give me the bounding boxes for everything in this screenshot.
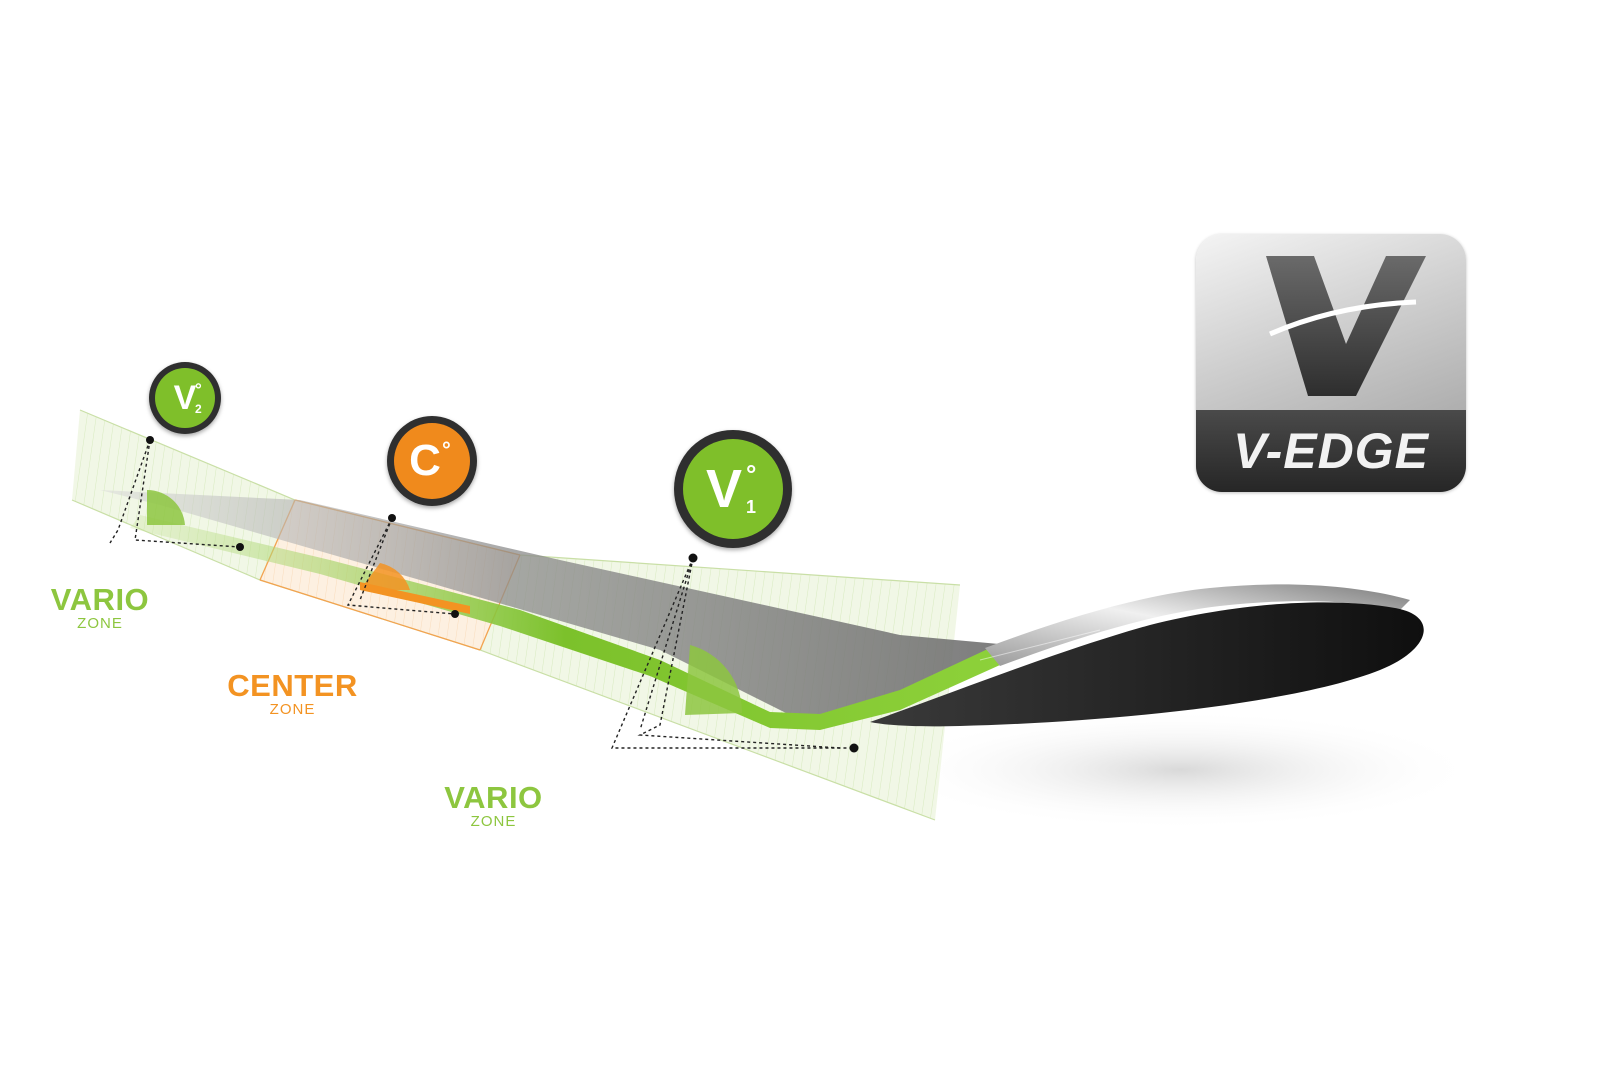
v2-badge-degree: ° — [195, 380, 202, 399]
ski-green-edge — [130, 515, 1000, 730]
v-edge-logo-band: V-EDGE — [1196, 410, 1466, 492]
vario-zone-subtitle: ZONE — [77, 615, 123, 632]
vario-zone-subtitle-front: ZONE — [470, 813, 517, 830]
v1-angle-wedge — [685, 645, 743, 715]
v2-badge: V ° 2 — [149, 362, 221, 434]
angle-wedges — [147, 489, 743, 715]
ski-tip-top — [985, 584, 1410, 666]
v-edge-logo-text: V-EDGE — [1233, 423, 1429, 479]
v2-angle-wedge — [147, 489, 185, 525]
center-zone-title: CENTER — [227, 668, 358, 703]
c-badge-letter: C — [409, 436, 441, 485]
center-zone-subtitle: ZONE — [269, 701, 316, 718]
v2-badge-letter: V — [173, 378, 197, 417]
dimension-lines — [109, 439, 852, 749]
vario-zone-label-rear: VARIO ZONE — [50, 584, 150, 631]
c-angle-wedge — [360, 563, 410, 590]
ski — [100, 490, 1424, 730]
v-edge-logo: V-EDGE — [1196, 234, 1466, 492]
v2-badge-subscript: 2 — [195, 402, 202, 416]
c-badge-degree: ° — [442, 437, 451, 462]
v1-badge: V ° 1 — [674, 430, 792, 548]
c-badge: C ° — [387, 416, 477, 506]
ski-shadow — [880, 710, 1480, 830]
vario-zone-title-front: VARIO — [444, 780, 543, 815]
v1-badge-letter: V — [705, 459, 743, 519]
dimension-dots — [146, 436, 859, 753]
v-edge-logo-icon — [1266, 256, 1426, 396]
ski-top-surface — [100, 490, 1010, 720]
v1-badge-subscript: 1 — [746, 497, 757, 517]
vario-zone-label-front: VARIO ZONE — [436, 782, 551, 829]
center-zone-label: CENTER ZONE — [225, 670, 360, 717]
v1-badge-degree: ° — [746, 459, 757, 489]
ski-tip-base — [870, 602, 1424, 727]
vario-zone-title: VARIO — [50, 582, 150, 617]
